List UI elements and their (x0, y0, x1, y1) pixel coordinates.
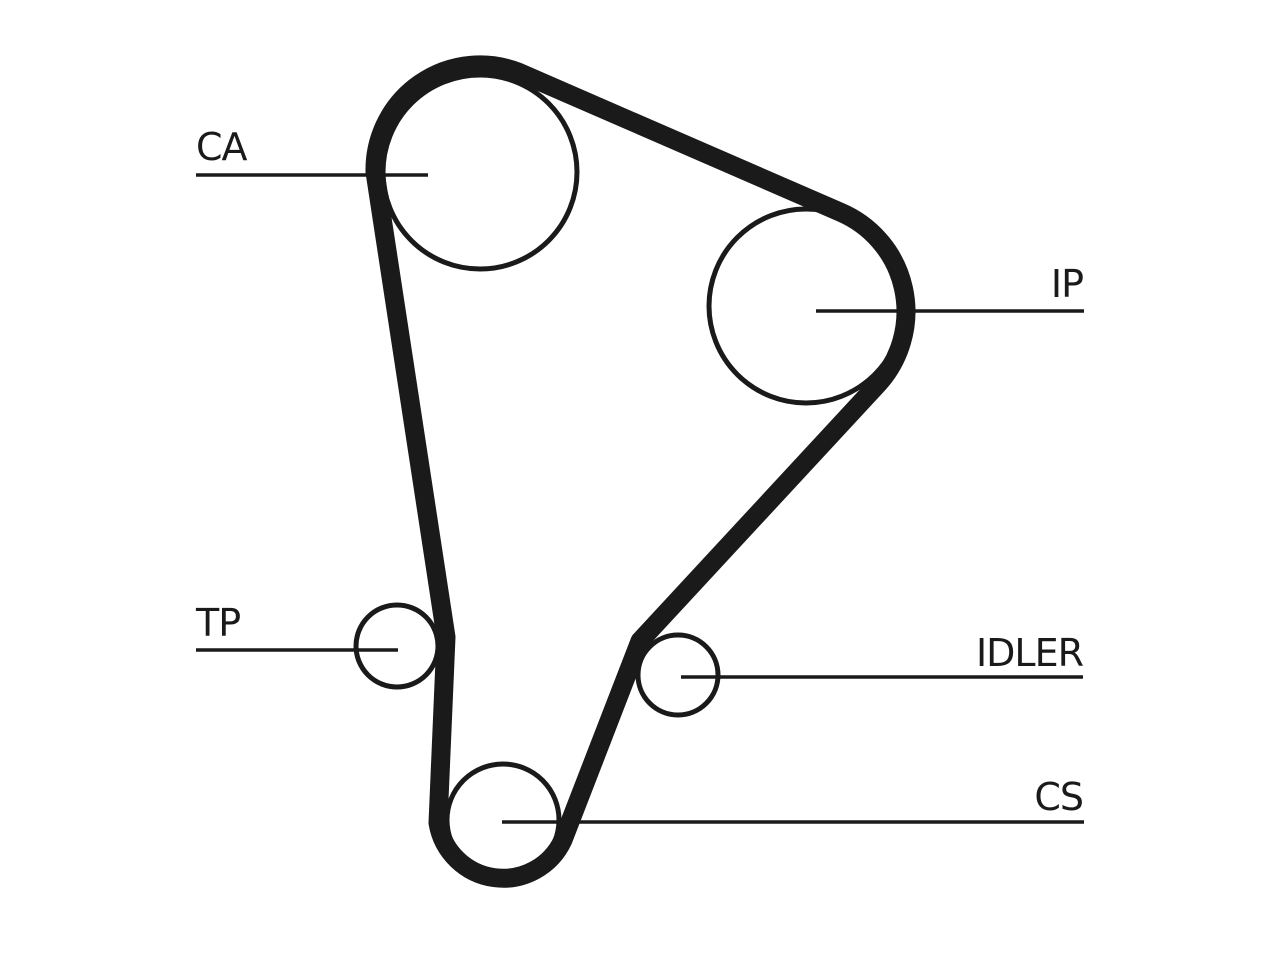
idler-pulley (635, 632, 721, 718)
label-ip: IP (1051, 262, 1083, 306)
leader-lines (196, 173, 1084, 824)
label-tp: TP (195, 601, 240, 645)
timing-belt (365, 55, 916, 888)
labels: CA IP TP IDLER CS (195, 125, 1085, 819)
label-idler: IDLER (976, 631, 1084, 675)
label-ca: CA (196, 125, 248, 169)
belt-path (365, 55, 916, 888)
label-cs: CS (1034, 775, 1083, 819)
tensioner-pulley (353, 602, 441, 690)
camshaft-pulley (380, 72, 580, 272)
